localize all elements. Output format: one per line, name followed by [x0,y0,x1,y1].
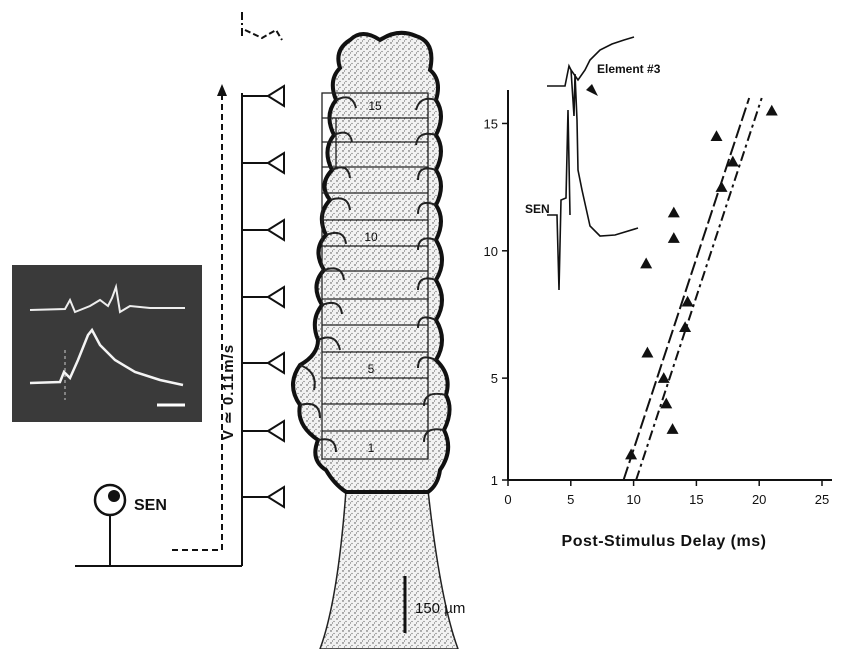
inset-sen-label: SEN [525,202,550,216]
electrode [242,86,284,106]
electrode [242,421,284,441]
electrode [242,487,284,507]
x-tick-label: 15 [689,492,703,507]
x-tick-label: 25 [815,492,829,507]
segment-label-15: 15 [368,99,382,113]
segment-label-5: 5 [368,362,375,376]
data-point-triangle [667,423,679,434]
x-tick-label: 0 [504,492,511,507]
segment-label-1: 1 [368,441,375,455]
y-tick-label: 15 [484,116,498,131]
fit-line-long-dash [624,98,750,480]
electrode [242,153,284,173]
scale-bar-label: 150 µm [415,600,465,617]
electrode [242,287,284,307]
x-tick-label: 10 [626,492,640,507]
specimen-drawing [293,33,458,649]
inset-element-label: Element #3 [597,62,661,76]
data-point-triangle [625,449,637,460]
data-point-triangle [641,347,653,358]
sen-label: SEN [134,497,167,514]
y-tick-label: 10 [484,244,498,259]
data-point-triangle [668,207,680,218]
segment-label-10: 10 [364,230,378,244]
oscilloscope-photo [12,265,202,422]
x-tick-label: 5 [567,492,574,507]
data-point-triangle [679,321,691,332]
electrode [242,353,284,373]
electrode [242,220,284,240]
data-point-triangle [668,232,680,243]
velocity-label: V ≃ 0.11m/s [220,344,237,440]
data-point-triangle [766,105,778,116]
sensory-neuron [95,485,125,566]
fit-line-dash-dot [636,98,762,480]
data-point-triangle [640,258,652,269]
y-tick-label: 5 [491,371,498,386]
data-point-triangle [716,181,728,192]
data-point-triangle [658,372,670,383]
x-tick-label: 20 [752,492,766,507]
data-point-triangle [710,130,722,141]
y-tick-label: 1 [491,473,498,488]
electrode-markers [242,86,284,507]
x-axis-label: Post-Stimulus Delay (ms) [562,533,767,550]
